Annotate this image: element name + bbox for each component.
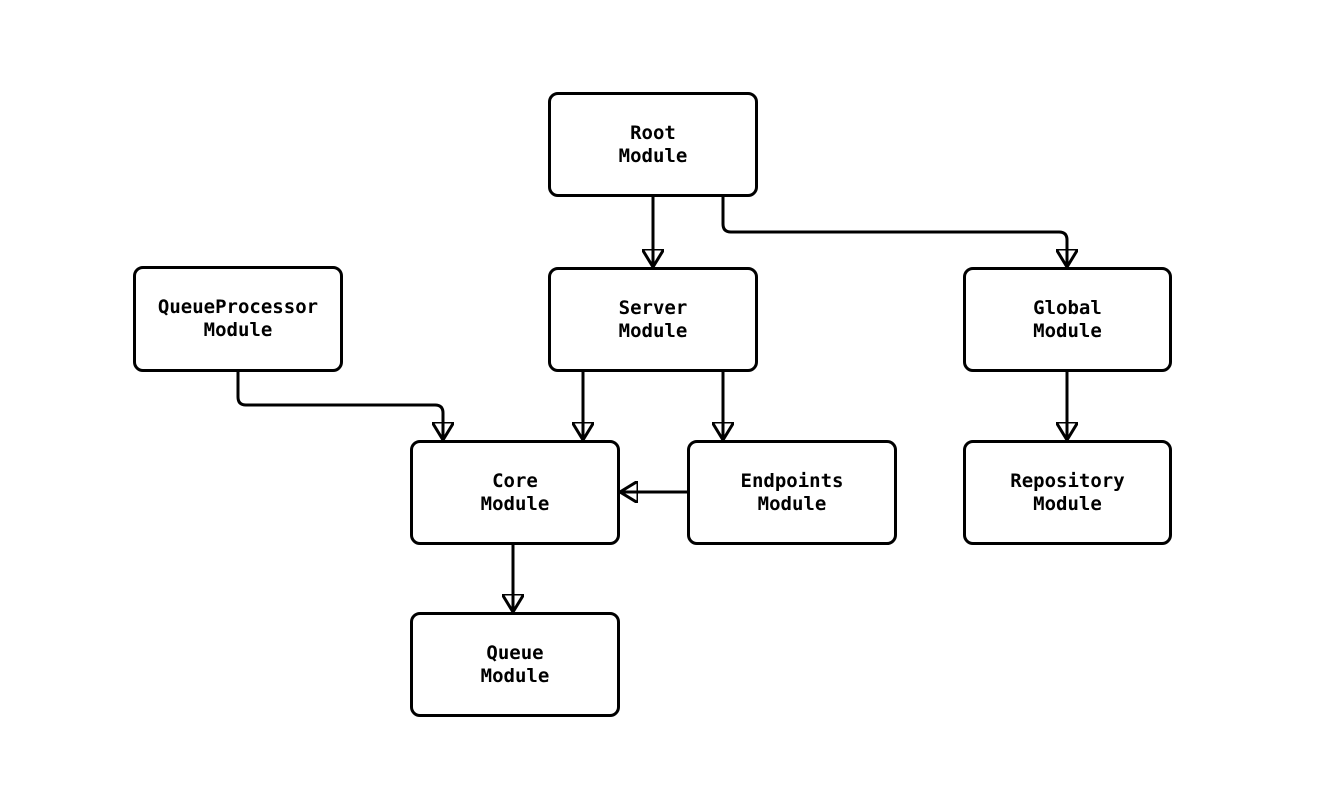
node-global-module: Global Module	[963, 267, 1172, 372]
node-global-module-label: Global Module	[1033, 296, 1102, 342]
node-queueprocessor-module-label: QueueProcessor Module	[157, 296, 319, 341]
edge-root-to-global	[721, 197, 1067, 267]
node-repository-module: Repository Module	[963, 440, 1172, 545]
node-endpoints-module: Endpoints Module	[687, 440, 897, 545]
node-server-module: Server Module	[548, 267, 758, 372]
node-server-module-label: Server Module	[618, 296, 688, 342]
node-queue-module: Queue Module	[410, 612, 620, 717]
node-core-module: Core Module	[410, 440, 620, 545]
node-queue-module-label: Queue Module	[480, 641, 550, 687]
node-root-module-label: Root Module	[618, 121, 688, 167]
node-queueprocessor-module: QueueProcessor Module	[133, 266, 343, 372]
node-endpoints-module-label: Endpoints Module	[740, 469, 844, 515]
node-core-module-label: Core Module	[480, 469, 550, 515]
edge-queueprocessor-to-core	[236, 372, 443, 440]
node-root-module: Root Module	[548, 92, 758, 197]
node-repository-module-label: Repository Module	[1010, 469, 1125, 515]
